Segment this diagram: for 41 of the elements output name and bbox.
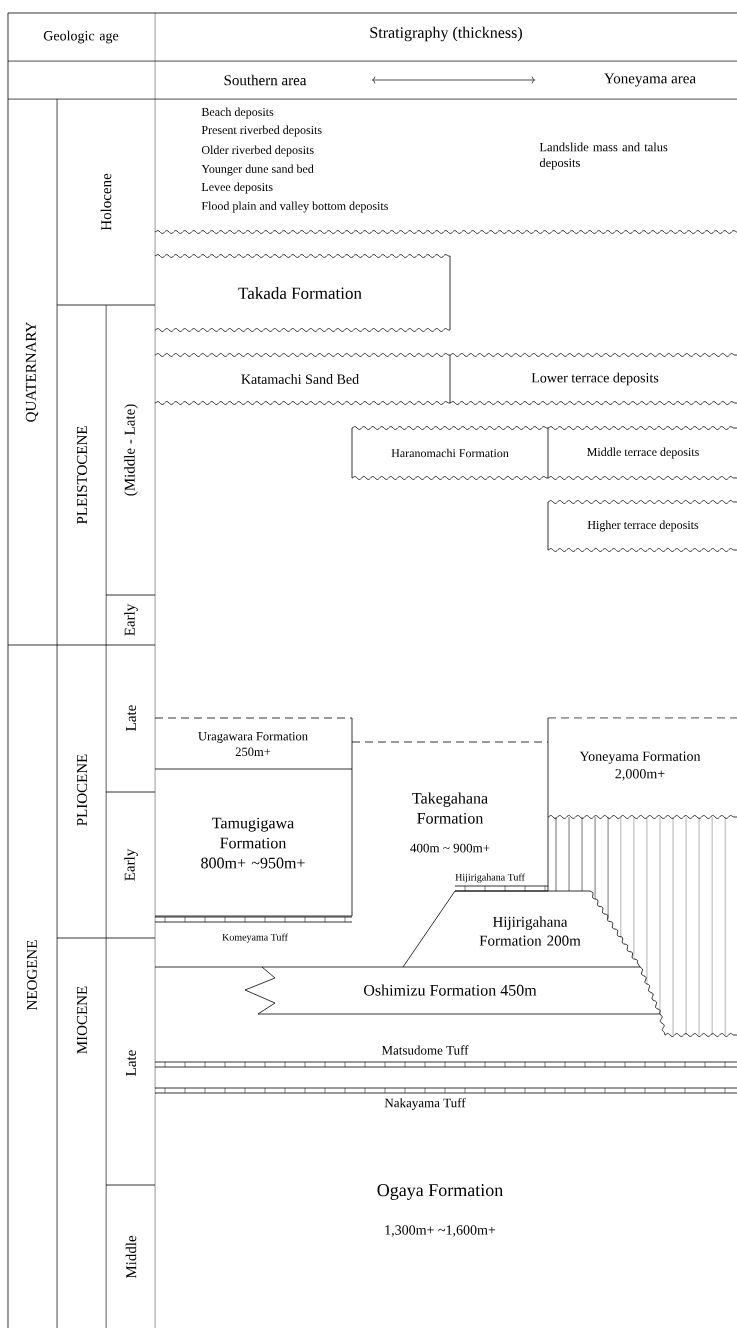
- formation-box: Hijirigahana Formation 200m: [402, 890, 641, 968]
- deposit-name: Present riverbed deposits: [201, 125, 322, 137]
- tuff-name: Matsudome Tuff: [381, 1045, 469, 1055]
- formation-box: Lower terrace deposits: [449, 353, 737, 405]
- tuff-name: Nakayama Tuff: [384, 1098, 466, 1110]
- deposit-name: Flood plain and valley bottom deposits: [201, 201, 388, 213]
- period-label: QUATERNARY: [25, 322, 39, 422]
- age-label: Late: [126, 705, 136, 731]
- epoch-label: MIOCENE: [76, 986, 88, 1054]
- area-label: Southern area: [224, 74, 307, 86]
- formation-box: Katamachi Sand Bed: [154, 353, 451, 405]
- thickness-label: 1,300m+ ~1,600m+: [385, 1225, 496, 1237]
- formation-name: Ogaya Formation: [377, 1184, 503, 1200]
- formation-box: Takada Formation: [154, 254, 451, 332]
- column-heading: Geologic age: [43, 30, 119, 44]
- formation-box: Higher terrace deposits: [547, 500, 737, 552]
- deposit-name: Landslide mass and talus deposits: [539, 142, 668, 170]
- formation-box: Middle terrace deposits: [547, 426, 737, 480]
- epoch-label: PLEISTOCENE: [76, 426, 88, 524]
- deposit-name: Younger dune sand bed: [201, 164, 314, 176]
- age-label: (Middle - Late): [124, 404, 138, 496]
- period-label: NEOGENE: [26, 940, 38, 1010]
- formation-name: Takegahana Formation: [412, 792, 488, 824]
- formation-box: Yoneyama Formation 2,000m+: [547, 717, 737, 819]
- epoch-label: PLIOCENE: [76, 754, 88, 826]
- deposit-name: Levee deposits: [201, 182, 273, 194]
- thickness-label: 400m ~ 900m+: [410, 843, 490, 853]
- formation-box: Tamugigawa Formation 800m+ ~950m+: [154, 768, 353, 917]
- age-label: Early: [124, 603, 138, 636]
- column-heading: Stratigraphy (thickness): [370, 26, 522, 42]
- formation-box: Uragawara Formation 250m+: [154, 717, 353, 770]
- age-label: Middle: [125, 1235, 137, 1279]
- deposit-name: Older riverbed deposits: [201, 145, 314, 157]
- deposit-name: Beach deposits: [201, 107, 274, 119]
- formation-box: Oshimizu Formation 450m: [154, 966, 661, 1015]
- formation-box: Haranomachi Formation: [351, 426, 549, 480]
- age-label: Late: [126, 1050, 136, 1076]
- area-label: Yoneyama area: [604, 73, 696, 87]
- age-label: Early: [124, 848, 138, 881]
- tuff-name: Komeyama Tuff: [222, 933, 288, 943]
- epoch-label: Holocene: [100, 173, 112, 231]
